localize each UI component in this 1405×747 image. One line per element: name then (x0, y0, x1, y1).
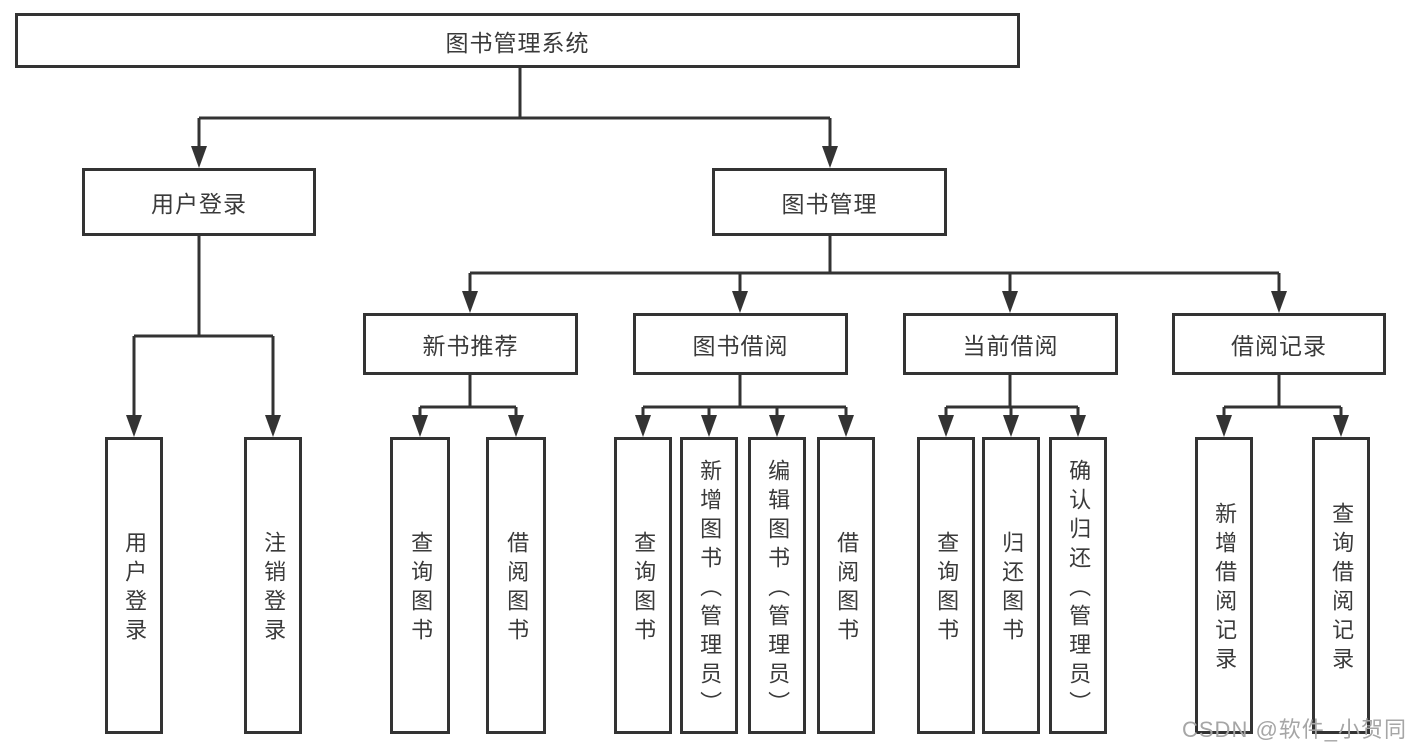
node-book-borrowing: 图书借阅 (633, 313, 848, 375)
leaf-query-borrow-record-label: 查询借阅记录 (1329, 502, 1355, 676)
node-book-management-label: 图书管理 (781, 191, 878, 217)
leaf-add-borrow-record-label: 新增借阅记录 (1212, 502, 1238, 676)
leaf-borrow-books-borrowing: 借阅图书 (817, 437, 875, 734)
node-book-borrowing-label: 图书借阅 (692, 333, 789, 359)
leaf-add-books-admin-label: 新增图书（管理员） (697, 458, 723, 720)
leaf-query-books-recommend-label: 查询图书 (408, 531, 434, 647)
leaf-edit-books-admin-label: 编辑图书（管理员） (765, 458, 791, 720)
leaf-logout: 注销登录 (244, 437, 302, 734)
leaf-add-books-admin: 新增图书（管理员） (680, 437, 738, 734)
leaf-query-borrow-record: 查询借阅记录 (1312, 437, 1370, 734)
node-current-borrowing-label: 当前借阅 (962, 333, 1059, 359)
leaf-query-books-recommend: 查询图书 (390, 437, 450, 734)
leaf-borrow-books-recommend-label: 借阅图书 (504, 531, 530, 647)
leaf-return-books-label: 归还图书 (999, 531, 1025, 647)
leaf-user-login-label: 用户登录 (122, 531, 148, 647)
node-user-login-label: 用户登录 (151, 191, 247, 217)
node-library-system-label: 图书管理系统 (445, 29, 590, 56)
leaf-logout-label: 注销登录 (261, 531, 287, 647)
node-book-management: 图书管理 (712, 168, 947, 236)
node-user-login: 用户登录 (82, 168, 316, 236)
leaf-return-books: 归还图书 (982, 437, 1040, 734)
node-new-book-recommend-label: 新书推荐 (422, 333, 519, 359)
leaf-user-login: 用户登录 (105, 437, 163, 734)
leaf-query-books-borrowing-label: 查询图书 (631, 531, 657, 647)
leaf-edit-books-admin: 编辑图书（管理员） (748, 437, 806, 734)
leaf-add-borrow-record: 新增借阅记录 (1195, 437, 1253, 734)
leaf-confirm-return-admin: 确认归还（管理员） (1049, 437, 1107, 734)
node-new-book-recommend: 新书推荐 (363, 313, 578, 375)
leaf-borrow-books-borrowing-label: 借阅图书 (834, 531, 860, 647)
watermark: CSDN @软件_小贺同学 (1182, 717, 1405, 742)
node-current-borrowing: 当前借阅 (903, 313, 1118, 375)
leaf-query-books-current: 查询图书 (917, 437, 975, 734)
leaf-query-books-borrowing: 查询图书 (614, 437, 672, 734)
leaf-borrow-books-recommend: 借阅图书 (486, 437, 546, 734)
node-borrowing-records: 借阅记录 (1172, 313, 1386, 375)
node-library-system: 图书管理系统 (15, 13, 1020, 68)
leaf-query-books-current-label: 查询图书 (934, 531, 960, 647)
node-borrowing-records-label: 借阅记录 (1231, 333, 1327, 359)
leaf-confirm-return-admin-label: 确认归还（管理员） (1066, 458, 1092, 720)
